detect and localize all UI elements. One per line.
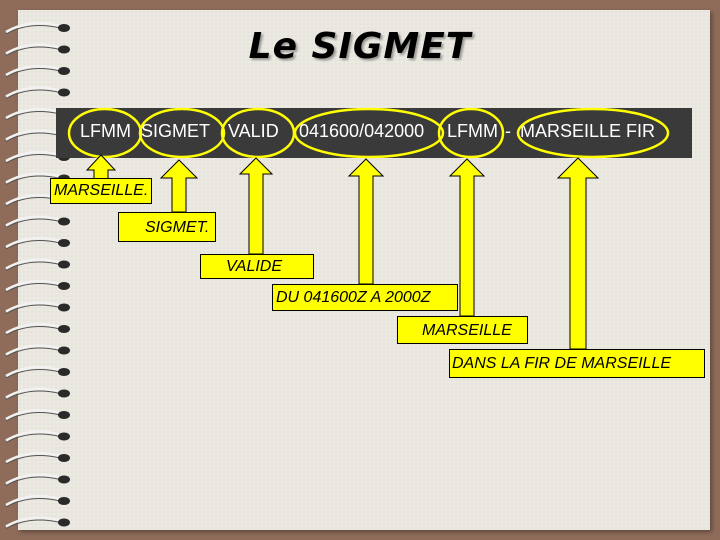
- arrow-marseille-fir: [558, 158, 598, 349]
- explanation-valide: VALIDE: [200, 254, 314, 279]
- explanation-fir: DANS LA FIR DE MARSEILLE: [449, 349, 705, 378]
- highlight-ellipse-lfmm: [69, 109, 141, 157]
- arrow-lfmm: [87, 155, 115, 180]
- highlight-ellipse-valid: [222, 109, 294, 157]
- highlight-ellipse-period: [295, 109, 443, 157]
- explanation-marseille: MARSEILLE.: [50, 178, 152, 204]
- explanation-marseille-indicator: MARSEILLE: [397, 316, 528, 344]
- arrow-period: [349, 159, 383, 284]
- explanation-period: DU 041600Z A 2000Z: [272, 284, 458, 311]
- arrow-sigmet: [161, 160, 197, 212]
- highlight-ellipse-marseille-fir: [518, 109, 668, 157]
- highlight-ellipse-sigmet: [140, 109, 224, 157]
- highlight-ellipse-lfmm-fir: [439, 109, 503, 157]
- arrow-valid: [240, 158, 272, 254]
- explanation-sigmet: SIGMET.: [118, 212, 216, 242]
